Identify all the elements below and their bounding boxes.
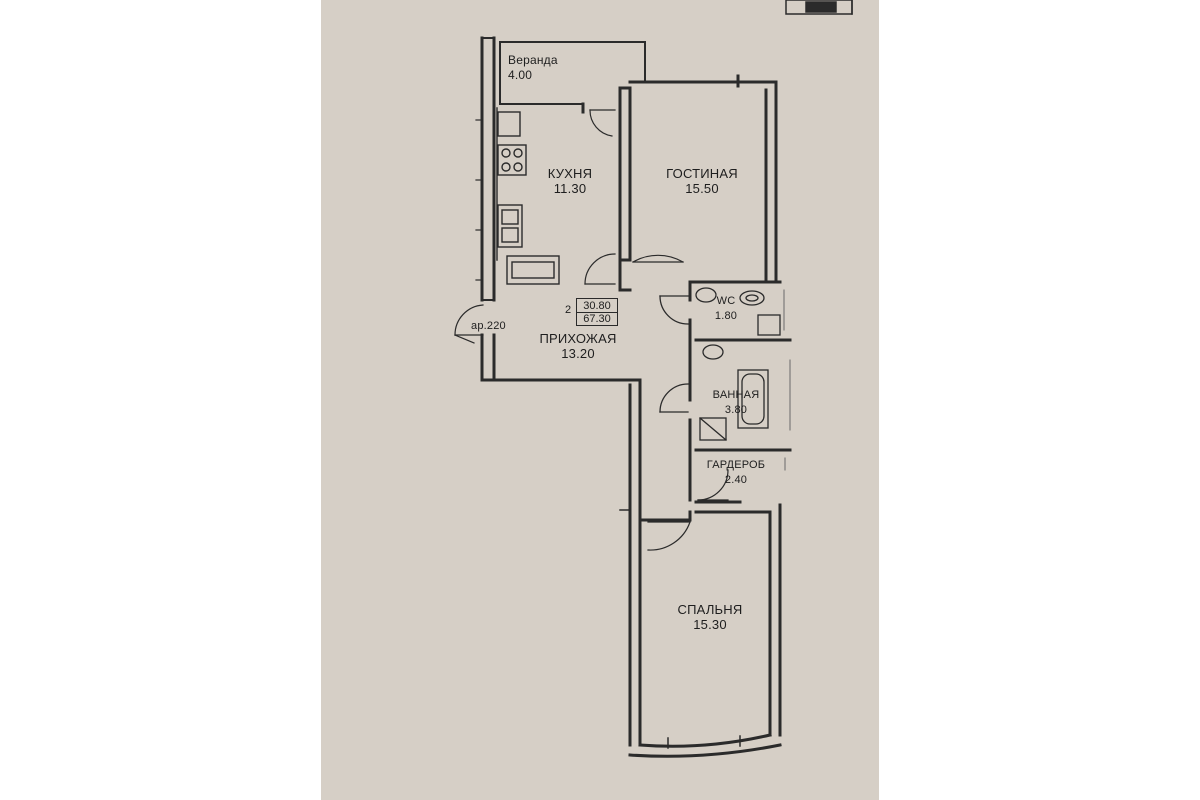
kitchen-counter [496,107,560,285]
living-hall-door [632,254,684,263]
living-outer-walls [628,74,778,282]
right-context-lines [783,289,791,471]
rooms-count: 2 [564,304,572,316]
total-area: 67.30 [583,313,611,325]
room-kitchen: КУХНЯ 11.30 [535,166,605,196]
room-area: 11.30 [553,181,587,196]
room-name: ВАННАЯ [712,389,760,401]
room-name: ПРИХОЖАЯ [539,331,617,346]
bedroom-door [647,521,691,551]
room-name: КУХНЯ [547,166,593,181]
bathroom-block-walls [688,280,792,514]
bedroom-ticks [619,509,741,749]
room-veranda: Веранда 4.00 [508,53,558,83]
room-name: СПАЛЬНЯ [677,602,743,617]
veranda-walls [499,41,646,105]
room-wc: WC 1.80 [708,294,744,324]
room-name: Веранда [508,53,558,67]
hall-walls [480,333,642,747]
room-name: ГОСТИНАЯ [666,166,738,181]
room-area: 2.40 [724,474,748,486]
room-area: 15.30 [693,617,727,632]
room-bath: ВАННАЯ 3.80 [706,388,766,418]
room-area: 3.80 [724,404,748,416]
kitchen-living-wall [581,86,632,292]
room-area: 15.50 [685,181,719,196]
plan-sheet [321,0,879,800]
kitchen-window [475,119,483,281]
room-bedroom: СПАЛЬНЯ 15.30 [670,602,750,632]
veranda-door-swing [589,109,616,137]
room-area: 1.80 [714,310,738,322]
room-name: WC [716,295,736,307]
wardrobe-door [697,469,729,501]
west-outer-wall [480,36,496,302]
room-name: ГАРДЕРОБ [706,459,766,471]
bath-fixtures [659,344,769,441]
room-area: 13.20 [561,346,595,361]
kitchen-hall-door [584,253,616,285]
entrance-label: ар.220 [471,320,506,332]
room-wardrobe: ГАРДЕРОБ 2.40 [698,458,774,488]
room-area: 4.00 [508,68,533,82]
room-hall: ПРИХОЖАЯ 13.20 [528,331,628,361]
living-area: 30.80 [577,300,617,313]
corner-stamp [785,0,853,15]
room-living: ГОСТИНАЯ 15.50 [652,166,752,196]
bedroom-walls [628,503,782,758]
area-box: 30.80 67.30 [576,298,618,326]
entrance-door [454,304,484,344]
wc-fixtures [659,287,781,336]
